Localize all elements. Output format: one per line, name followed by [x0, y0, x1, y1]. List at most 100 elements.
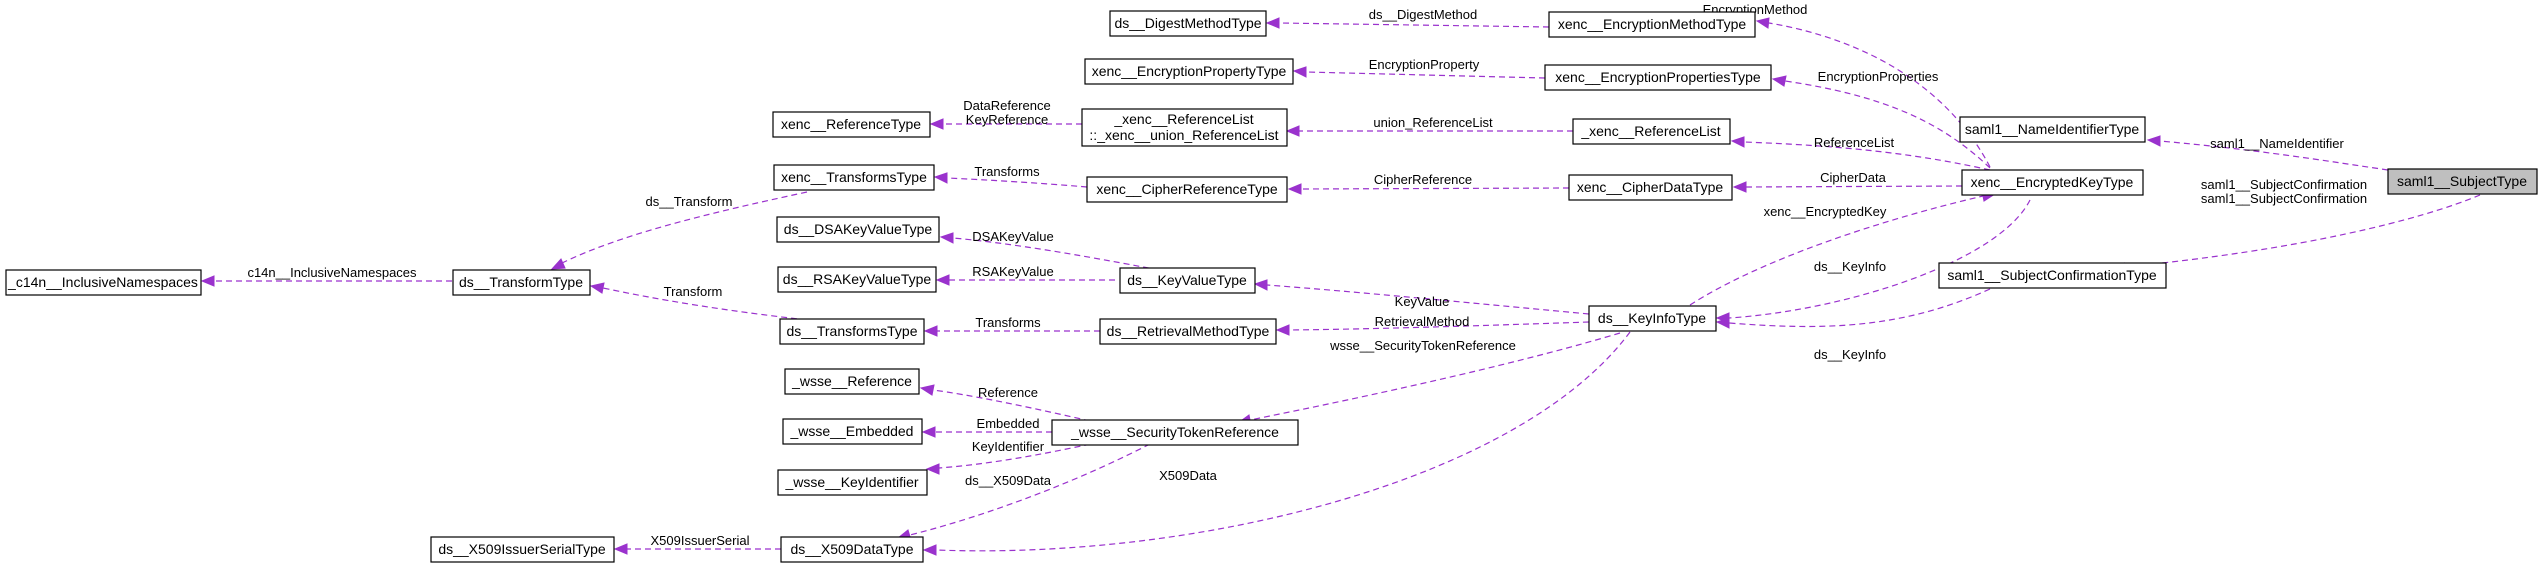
node-label: ds__KeyInfoType	[1598, 310, 1706, 326]
node-box	[1099, 318, 1277, 345]
arrowhead-icon	[589, 282, 605, 294]
node-saml1-subject-confirmation-type[interactable]: saml1__SubjectConfirmationType	[1938, 262, 2167, 289]
node-box	[1588, 305, 1717, 332]
node-ds-rsa-key-value-type[interactable]: ds__RSAKeyValueType	[777, 266, 937, 293]
node-ds-key-value-type[interactable]: ds__KeyValueType	[1119, 267, 1256, 294]
node-ds-key-info-type[interactable]: ds__KeyInfoType	[1588, 305, 1717, 332]
node-xenc-reference-list[interactable]: _xenc__ReferenceList	[1572, 118, 1731, 145]
arrowhead-icon	[613, 543, 628, 555]
node-wsse-embedded[interactable]: _wsse__Embedded	[782, 418, 923, 445]
edge-line	[1305, 71, 1546, 79]
node-wsse-reference[interactable]: _wsse__Reference	[784, 368, 920, 395]
node-ds-transforms-type[interactable]: ds__TransformsType	[779, 318, 925, 345]
arrowhead-icon	[1287, 183, 1302, 195]
edge-key-value	[1253, 279, 1590, 315]
node-xenc-encrypted-key-type[interactable]: xenc__EncryptedKeyType	[1961, 169, 2144, 196]
node-box	[1959, 116, 2146, 143]
label-cipher-reference: CipherReference	[1374, 172, 1472, 187]
edge-line	[602, 287, 808, 321]
arrowhead-icon	[939, 232, 954, 244]
node-box	[1548, 11, 1756, 38]
node-xenc-cipher-reference-type[interactable]: xenc__CipherReferenceType	[1086, 176, 1288, 203]
node-ds-x509-issuer-serial-type[interactable]: ds__X509IssuerSerialType	[430, 536, 615, 563]
edge-line	[1266, 284, 1590, 315]
node-ds-transform-type[interactable]: ds__TransformType	[452, 269, 591, 296]
edge-x509-data	[922, 331, 1631, 556]
node-xenc-reference-type[interactable]: xenc__ReferenceType	[772, 111, 931, 138]
node-box	[430, 536, 615, 563]
node-ds-dsa-key-value-type[interactable]: ds__DSAKeyValueType	[776, 216, 940, 243]
node-saml1-name-identifier-type[interactable]: saml1__NameIdentifierType	[1959, 116, 2146, 143]
edge-union-reference-list	[1285, 125, 1573, 137]
node-label: xenc__ReferenceType	[781, 116, 921, 132]
arrowhead-icon	[1771, 75, 1787, 87]
node-union-reference-list[interactable]: _xenc__ReferenceList ::_xenc__union_Refe…	[1081, 108, 1288, 147]
node-box	[1544, 64, 1772, 91]
edge-ds-transform	[550, 191, 808, 270]
label-keyinfo-1: ds__KeyInfo	[1814, 259, 1886, 274]
node-label: ds__RSAKeyValueType	[783, 271, 932, 287]
node-saml1-subject-type[interactable]: saml1__SubjectType	[2387, 168, 2538, 195]
edge-encryption-property	[1292, 66, 1546, 79]
arrowhead-icon	[550, 258, 566, 270]
node-box	[784, 368, 920, 395]
node-ds-digest-method-type[interactable]: ds__DigestMethodType	[1109, 10, 1267, 37]
edge-key-identifier	[925, 441, 1101, 475]
label-transforms-2: Transforms	[975, 315, 1041, 330]
label-transforms-1: Transforms	[974, 164, 1040, 179]
node-box	[2387, 168, 2538, 195]
edge-transforms-1	[933, 172, 1088, 188]
node-box	[5, 269, 202, 296]
arrowhead-icon	[1730, 136, 1745, 148]
node-c14n-inclusive-namespaces[interactable]: _c14n__InclusiveNamespaces	[5, 269, 202, 296]
node-xenc-encryption-property-type[interactable]: xenc__EncryptionPropertyType	[1084, 58, 1294, 85]
node-box	[452, 269, 591, 296]
node-ds-retrieval-method-type[interactable]: ds__RetrievalMethodType	[1099, 318, 1277, 345]
label-x509-data: X509Data	[1159, 468, 1218, 483]
edge-digest-method	[1265, 17, 1550, 29]
label-key-value: KeyValue	[1395, 294, 1450, 309]
node-box	[1081, 108, 1288, 147]
edge-line	[2159, 140, 2389, 171]
label-digest-method: ds__DigestMethod	[1369, 7, 1477, 22]
node-ds-x509-data-type[interactable]: ds__X509DataType	[780, 536, 924, 563]
label-reference: Reference	[978, 385, 1038, 400]
node-label: ds__DSAKeyValueType	[784, 221, 933, 237]
node-label: xenc__EncryptionPropertiesType	[1555, 69, 1761, 85]
arrowhead-icon	[933, 172, 948, 184]
node-xenc-encryption-properties-type[interactable]: xenc__EncryptionPropertiesType	[1544, 64, 1772, 91]
arrowhead-icon	[1715, 312, 1730, 324]
edge-line	[1784, 80, 1991, 169]
node-wsse-security-token-reference[interactable]: _wsse__SecurityTokenReference	[1051, 419, 1299, 446]
edge-line	[1689, 195, 1984, 306]
arrowhead-icon	[922, 544, 937, 556]
nodes: saml1__SubjectType saml1__NameIdentifier…	[5, 10, 2538, 563]
node-box	[1568, 174, 1733, 201]
edge-keyinfo-from-enckey	[1715, 199, 2031, 324]
arrowhead-icon	[925, 463, 940, 475]
arrowhead-icon	[1285, 125, 1300, 137]
label-key-reference: KeyReference	[966, 112, 1048, 127]
edge-data-key-reference	[929, 118, 1082, 130]
edge-line	[938, 441, 1101, 469]
node-box	[777, 469, 928, 496]
edge-reference	[919, 384, 1091, 422]
node-box	[1572, 118, 1731, 145]
arrowhead-icon	[1265, 17, 1280, 29]
node-label: ds__KeyValueType	[1127, 272, 1247, 288]
node-box	[773, 164, 935, 191]
node-xenc-transforms-type[interactable]: xenc__TransformsType	[773, 164, 935, 191]
node-label: _wsse__Embedded	[790, 423, 914, 439]
node-wsse-key-identifier[interactable]: _wsse__KeyIdentifier	[777, 469, 928, 496]
edge-line	[909, 443, 1151, 536]
node-label: xenc__TransformsType	[781, 169, 927, 185]
node-label: _wsse__Reference	[791, 373, 912, 389]
node-xenc-encryption-method-type[interactable]: xenc__EncryptionMethodType	[1548, 11, 1756, 38]
edge-line	[1278, 22, 1550, 28]
edge-line	[1249, 332, 1621, 421]
node-label: saml1__SubjectConfirmationType	[1947, 267, 2157, 283]
node-label: ds__X509IssuerSerialType	[438, 541, 606, 557]
node-xenc-cipher-data-type[interactable]: xenc__CipherDataType	[1568, 174, 1733, 201]
label-rsa-key-value: RSAKeyValue	[972, 264, 1053, 279]
